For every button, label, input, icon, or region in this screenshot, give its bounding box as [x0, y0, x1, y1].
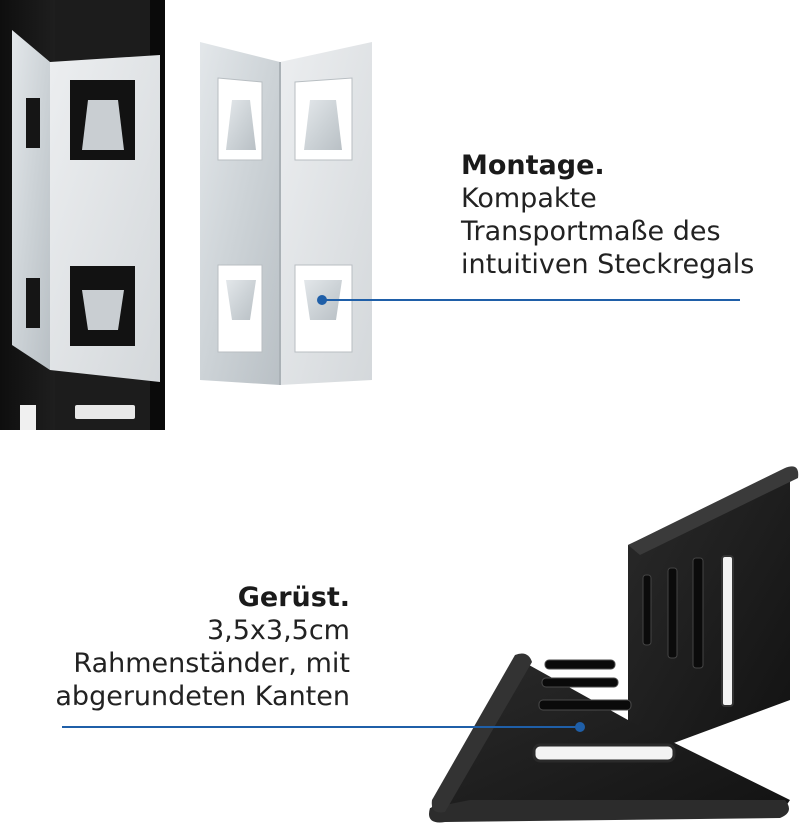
callout-geruest: Gerüst. 3,5x3,5cm Rahmenständer, mit abg…	[55, 582, 350, 714]
callout-text-line: 3,5x3,5cm	[206, 614, 350, 646]
callout-text-line: intuitiven Steckregals	[461, 248, 755, 280]
callout-text-line: Kompakte	[461, 182, 597, 214]
callout-text-line: Rahmenständer, mit	[73, 647, 350, 679]
corner-connector	[200, 42, 372, 385]
leader-line-geruest	[62, 722, 585, 732]
upright-with-connector	[0, 0, 165, 430]
frame-profile	[429, 466, 799, 823]
callout-heading: Gerüst.	[237, 582, 350, 613]
callout-montage: Montage. Kompakte Transportmaße des intu…	[461, 150, 754, 282]
callout-text-line: abgerundeten Kanten	[55, 680, 350, 712]
leader-line-montage	[317, 295, 740, 305]
callout-text-line: Transportmaße des	[461, 215, 721, 247]
callout-heading: Montage.	[461, 150, 605, 181]
